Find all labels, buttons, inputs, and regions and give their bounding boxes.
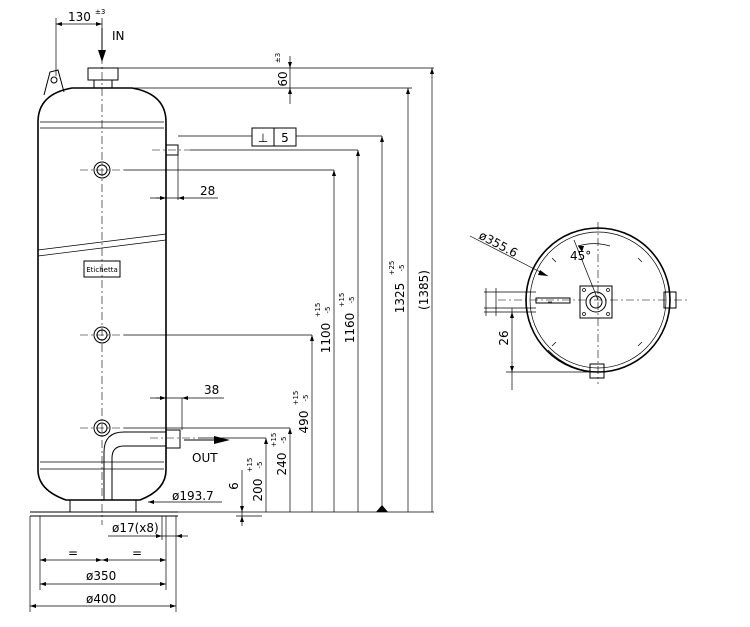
svg-text:28: 28: [200, 184, 215, 198]
svg-text:±3: ±3: [95, 8, 105, 16]
svg-text:ø350: ø350: [86, 569, 116, 583]
top-view-side-nozzle: [663, 291, 677, 309]
outlet-nozzle: [165, 429, 181, 449]
svg-text:6: 6: [227, 482, 241, 490]
outlet-arrow: OUT: [184, 436, 230, 465]
dim-28: 28: [150, 155, 218, 200]
svg-text:-5: -5: [324, 307, 332, 314]
dim-193-7: ø193.7: [148, 489, 222, 504]
side-connection: [165, 144, 179, 156]
svg-text:+15: +15: [292, 391, 300, 406]
svg-text:130: 130: [68, 10, 91, 24]
svg-text:5: 5: [281, 131, 289, 145]
svg-text:-5: -5: [256, 462, 264, 469]
svg-text:38: 38: [204, 383, 219, 397]
svg-text:1160: 1160: [343, 313, 357, 344]
sight-glass-middle: [80, 326, 124, 344]
perpendicularity-tolerance: ⊥ 5: [178, 127, 382, 147]
sight-glass-lower: [80, 419, 124, 437]
svg-text:±3: ±3: [274, 53, 282, 63]
outlet-pipe: [103, 431, 166, 500]
dia-355-label: ø355.6: [477, 228, 520, 260]
vessel-base: [69, 499, 137, 513]
top-view: 45° ø355.6 26: [469, 222, 690, 390]
svg-text:490: 490: [297, 411, 311, 434]
dim-130: 130 ±3: [55, 8, 105, 76]
front-view: Etichetta: [30, 40, 198, 525]
svg-text:240: 240: [275, 453, 289, 476]
svg-text:-5: -5: [280, 437, 288, 444]
top-view-outlet-nozzle: [589, 363, 605, 379]
svg-text:⊥: ⊥: [258, 131, 268, 145]
svg-text:ø400: ø400: [86, 592, 116, 606]
svg-text:-5: -5: [348, 297, 356, 304]
sight-glass-upper: [80, 161, 124, 179]
svg-text:+15: +15: [270, 433, 278, 448]
svg-text:200: 200: [251, 479, 265, 502]
svg-text:+25: +25: [388, 261, 396, 276]
dim-17-x8: ø17(x8): [108, 516, 188, 540]
dim-26-label: 26: [497, 330, 511, 345]
vessel-outline: [37, 87, 167, 501]
dim-38: 38: [150, 383, 224, 430]
svg-text:+15: +15: [338, 293, 346, 308]
svg-text:-5: -5: [398, 265, 406, 272]
angle-45-label: 45°: [570, 249, 591, 263]
inlet-arrow: IN: [98, 28, 125, 62]
outlet-label: OUT: [192, 451, 218, 465]
svg-text:=: =: [68, 546, 78, 560]
inlet-nozzle: [87, 67, 119, 81]
nameplate: [83, 260, 121, 278]
svg-text:(1385): (1385): [417, 270, 431, 310]
inlet-label: IN: [112, 29, 125, 43]
dim-400: ø400: [29, 516, 177, 612]
svg-text:ø17(x8): ø17(x8): [112, 521, 159, 535]
height-dimensions: 200 +15 -5 240 +15 -5 490 +15 -5 1100 +1…: [124, 68, 434, 513]
svg-text:60: 60: [276, 71, 290, 86]
nameplate-label: Etichetta: [86, 266, 117, 274]
svg-text:+15: +15: [314, 303, 322, 318]
svg-text:ø193.7: ø193.7: [172, 489, 214, 503]
lifting-lug: [43, 69, 65, 96]
dim-6: 6: [227, 470, 262, 526]
dim-60: 60 ±3: [274, 53, 292, 104]
dim-equal-spacing: = =: [39, 516, 167, 590]
top-view-flange: [579, 285, 613, 319]
dim-350: ø350: [40, 569, 166, 586]
svg-text:1100: 1100: [319, 323, 333, 354]
svg-text:=: =: [132, 546, 142, 560]
svg-text:-5: -5: [302, 395, 310, 402]
svg-text:+15: +15: [246, 458, 254, 473]
svg-text:1325: 1325: [393, 283, 407, 314]
